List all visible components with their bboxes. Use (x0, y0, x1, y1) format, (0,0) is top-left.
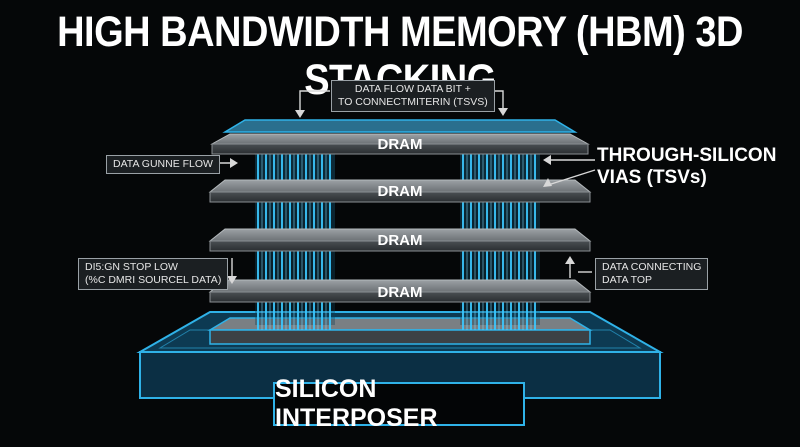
dram-layer-2 (208, 179, 592, 203)
dram-label-3: DRAM (377, 232, 423, 249)
callout-left-bottom: DI5:GN STOP LOW (%C DMRI SOURCEL DATA) (78, 258, 229, 290)
interposer-label: SILICON INTERPOSER (273, 375, 525, 432)
dram-label-1: DRAM (377, 136, 423, 153)
dram-label-4: DRAM (377, 284, 423, 301)
callout-left-top: DATA GUNNE FLOW (106, 155, 220, 174)
dram-layer-3 (208, 228, 592, 252)
tsv-label: THROUGH-SILICON VIAS (TSVs) (597, 145, 777, 188)
callout-right-bottom: DATA CONNECTING DATA TOP (595, 258, 709, 290)
callout-top: DATA FLOW DATA BIT + TO CONNECTMITERIN (… (331, 80, 495, 112)
dram-label-2: DRAM (377, 183, 423, 200)
dram-layer-1 (210, 119, 590, 155)
